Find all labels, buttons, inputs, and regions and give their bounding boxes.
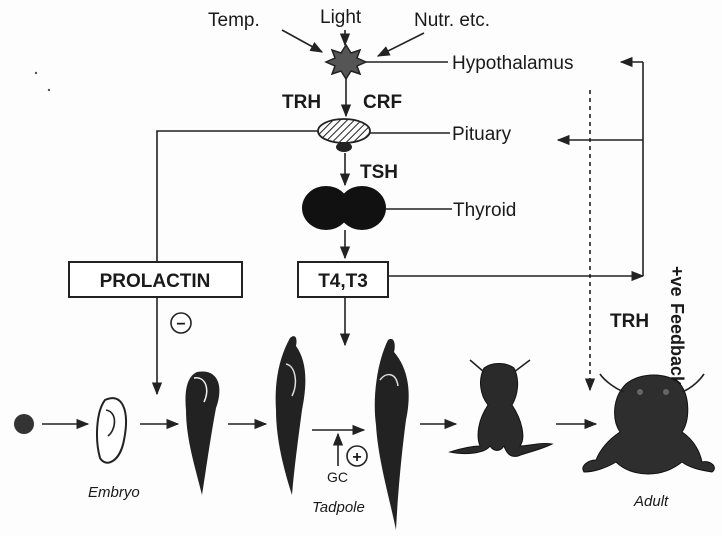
embryo-icon xyxy=(97,398,126,463)
embryo-label: Embryo xyxy=(88,484,140,501)
scan-speck xyxy=(35,72,37,74)
adult-frog-eye-left xyxy=(637,389,643,395)
thyroid-right-lobe-icon xyxy=(338,186,386,230)
scan-speck xyxy=(48,89,50,91)
tadpole-label: Tadpole xyxy=(312,499,365,516)
hypothalamus-icon xyxy=(326,45,366,79)
tsh-label: TSH xyxy=(360,162,398,183)
early-larva-icon xyxy=(185,371,219,495)
pituitary-label: Pituary xyxy=(452,124,512,145)
crf-label: CRF xyxy=(363,92,402,113)
t4t3-label: T4,T3 xyxy=(318,271,368,292)
metamorph-tadpole-icon xyxy=(375,339,409,530)
prolactin-label: PROLACTIN xyxy=(100,271,211,292)
feedback-sign: +ve xyxy=(667,266,687,297)
adult-frog-eye-right xyxy=(663,389,669,395)
promote-sign: + xyxy=(352,449,361,466)
nutrition-arrow xyxy=(378,33,424,56)
trh-label: TRH xyxy=(282,92,321,113)
pituitary-stalk-icon xyxy=(336,142,352,152)
hypothalamus-label: Hypothalamus xyxy=(452,53,573,74)
trh-adult-label: TRH xyxy=(610,311,649,332)
tadpole-icon xyxy=(276,336,306,495)
adult-label: Adult xyxy=(633,493,669,510)
pituitary-icon xyxy=(318,119,370,143)
froglet-icon xyxy=(450,364,552,457)
temp-arrow xyxy=(282,30,322,52)
input-nutrition-label: Nutr. etc. xyxy=(414,10,490,31)
input-temp-label: Temp. xyxy=(208,10,260,31)
gc-label: GC xyxy=(327,469,348,485)
egg-icon xyxy=(14,414,34,434)
pituitary-to-prolactin-line xyxy=(157,131,318,262)
inhibit-sign: − xyxy=(176,316,185,333)
adult-frog-icon xyxy=(583,375,714,474)
feedback-word: Feedback xyxy=(667,303,687,387)
input-light-label: Light xyxy=(320,7,362,28)
thyroid-label: Thyroid xyxy=(453,200,516,221)
